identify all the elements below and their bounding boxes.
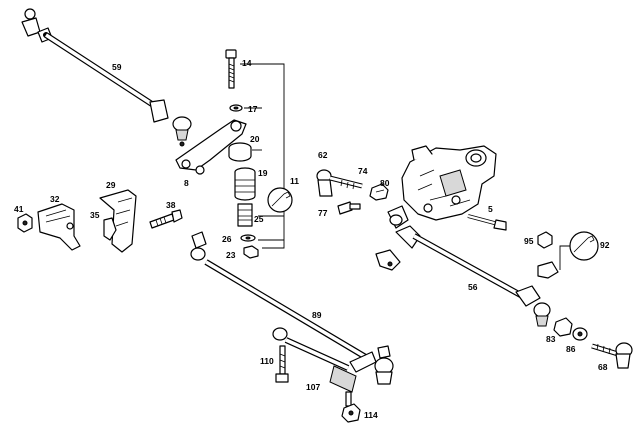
nut-83 [553,317,573,337]
callout-11: 11 [290,176,299,186]
tie-rod-59 [21,8,192,147]
callout-26: 26 [222,234,232,244]
callout-83: 83 [546,334,556,344]
callout-23: 23 [226,250,236,260]
nut-41 [17,213,33,233]
callout-14: 14 [242,58,252,68]
bolt-link-lower [345,391,352,407]
nut-114 [341,403,361,423]
callout-20: 20 [250,134,260,144]
bolt-110 [275,345,289,383]
bracket-29 [99,189,137,253]
idler-arm-8 [175,119,247,175]
callout-19: 19 [258,168,268,178]
bracket-32 [37,203,81,251]
callout-92: 92 [600,240,610,250]
washer-26 [240,234,256,242]
bushing-20 [228,142,252,162]
callout-62: 62 [318,150,328,160]
callout-38: 38 [166,200,176,210]
nut-23 [243,245,259,259]
callout-107: 107 [306,382,320,392]
nut-95 [537,231,553,249]
callout-17: 17 [248,104,258,114]
wrench-symbol-92 [559,231,599,270]
tie-rod-end-62 [316,169,363,197]
callout-110: 110 [260,356,274,366]
idler-bearing-19 [234,167,256,201]
callout-95: 95 [524,236,534,246]
callout-35: 35 [90,210,100,220]
callout-68: 68 [598,362,608,372]
callout-25: 25 [254,214,264,224]
boot-92 [537,261,559,279]
bracket-lines [240,63,285,249]
callout-77: 77 [318,208,328,218]
callout-89: 89 [312,310,322,320]
bolt-5 [467,214,507,231]
steering-gearbox [387,145,497,229]
tie-rod-end-68 [591,342,633,369]
bushing-25 [237,203,253,227]
callout-86: 86 [566,344,576,354]
callout-74: 74 [358,166,368,176]
washer-17 [229,104,243,112]
callout-8: 8 [184,178,189,188]
callout-5: 5 [488,204,493,214]
link-107 [272,327,377,393]
callout-32: 32 [50,194,60,204]
callout-29: 29 [106,180,116,190]
washer-86 [572,327,588,341]
callout-59: 59 [112,62,122,72]
clamp-80 [369,183,389,201]
tie-rod-56 [375,225,551,327]
bolt-38 [149,209,183,229]
clip-35 [103,217,117,241]
callout-114: 114 [364,410,378,420]
callout-80: 80 [380,178,390,188]
bolt-14 [225,49,237,89]
callout-41: 41 [14,204,24,214]
bolt-77 [337,201,361,215]
wrench-symbol-11 [267,187,293,213]
drag-link-89 [190,231,394,385]
callout-56: 56 [468,282,478,292]
